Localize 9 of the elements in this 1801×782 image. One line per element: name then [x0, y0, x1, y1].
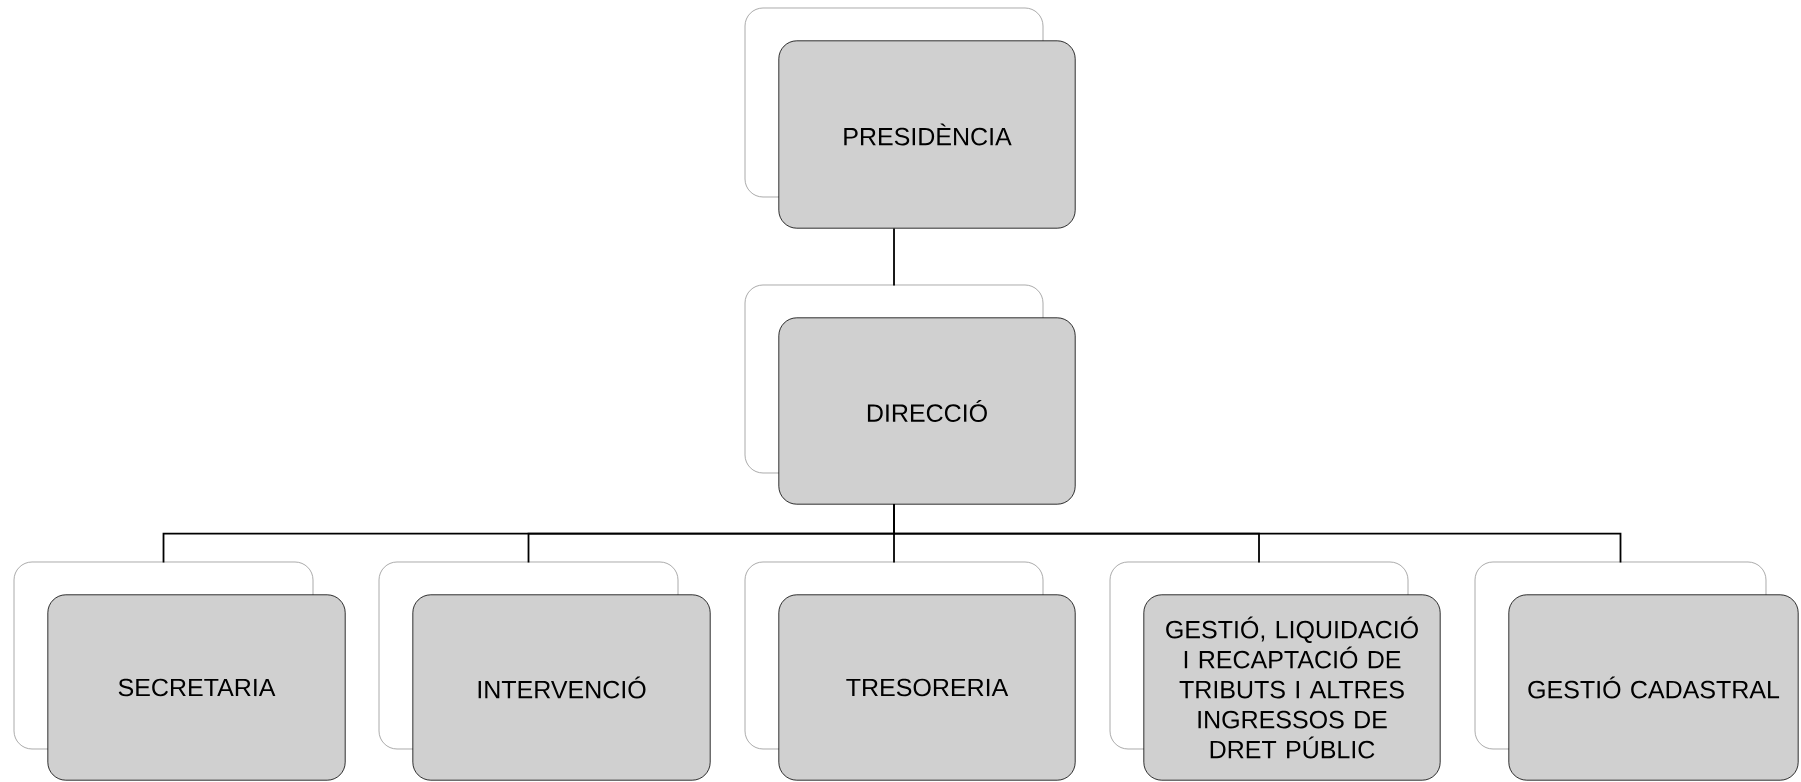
- org-box: DIRECCIÓ: [744, 284, 1076, 505]
- org-box: TRESORERIA: [744, 561, 1076, 781]
- org-box: SECRETARIA: [13, 561, 346, 781]
- org-box: GESTIÓ, LIQUIDACIÓ I RECAPTACIÓ DE TRIBUTS I ALTRES INGRESSOS DE DRET PÚBLIC: [1109, 561, 1441, 781]
- connector-line: [893, 503, 1622, 564]
- org-box: PRESIDÈNCIA: [744, 7, 1076, 229]
- connector-line: [893, 227, 895, 287]
- org-box: GESTIÓ CADASTRAL: [1474, 561, 1799, 781]
- org-box: INTERVENCIÓ: [378, 561, 711, 781]
